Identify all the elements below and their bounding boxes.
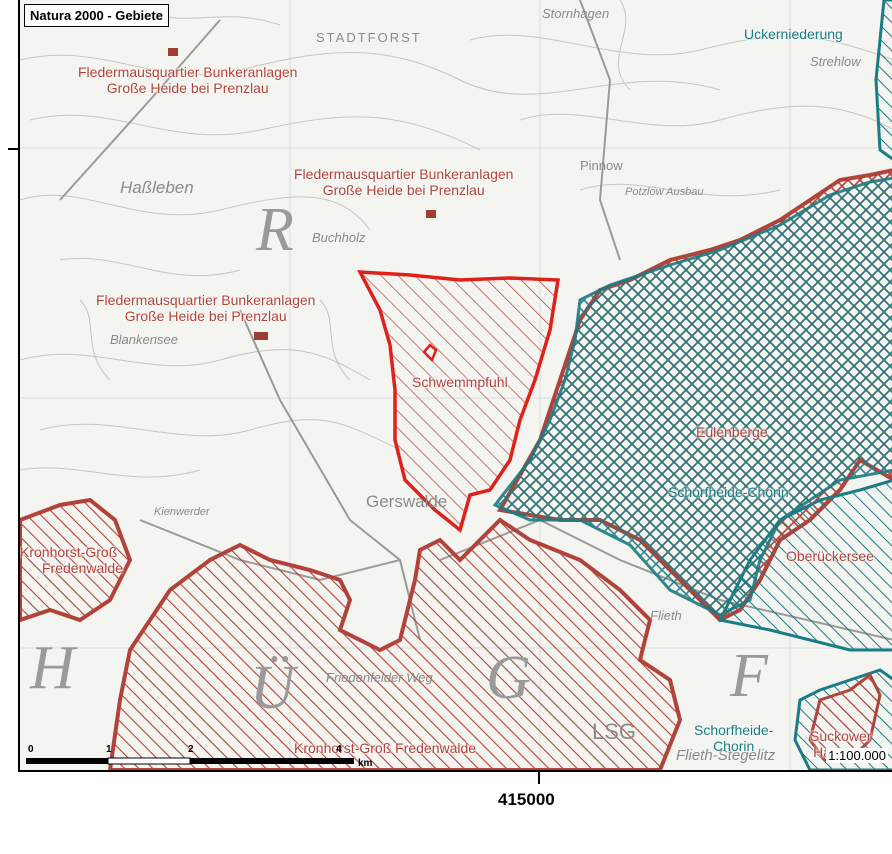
topo-label-stadtforst: STADTFORST [316,30,422,45]
sci-uckerniederung [874,0,892,161]
site-marker-2 [426,210,436,218]
topo-letter-r: R [256,196,294,264]
contour-lines [20,0,892,478]
topo-label-lsg: LSG [592,719,637,744]
topo-label-flieth: Flieth [650,608,682,623]
site-label-schorfheide-chorin-1: Schorfheide-Chorin [668,484,789,500]
topo-label-stornhagen: Stornhagen [542,6,610,21]
site-label-kronhorst-2: Kronhorst-Groß Fredenwalde [294,740,477,756]
x-axis-tick [538,772,540,784]
y-axis-coordinate-label: 5903000 [0,33,3,96]
site-label-schorfheide-chorin-2-line2: Chorin [713,738,755,754]
site-label-schorfheide-chorin-2-line1: Schorfheide- [694,722,774,738]
site-label-fledermaus-1: Fledermausquartier Bunkeranlagen Große H… [78,64,297,96]
sci-schorfheide-chorin [492,176,892,617]
topo-label-buchholz: Buchholz [312,230,366,245]
site-label-kronhorst-1: Kronhorst-Groß Fredenwalde [20,544,123,576]
topo-label-blankensee: Blankensee [110,332,178,347]
scale-ratio: 1:100.000 [826,748,888,763]
topo-label-pinnow: Pinnow [580,158,623,173]
topo-letter-g: G [486,644,531,712]
site-label-schwemmpfuhl: Schwemmpfuhl [412,374,508,390]
legend-title: Natura 2000 - Gebiete [24,4,169,27]
scale-tick-1: 1 [106,744,112,755]
site-label-oberueckersee: Oberückersee [786,548,874,564]
topo-letter-u: Ü [250,654,295,722]
site-marker-1 [168,48,178,56]
scale-unit: km [358,758,373,769]
topo-label-potzlow: Potzlow Ausbau [625,186,704,198]
site-label-fledermaus-2: Fledermausquartier Bunkeranlagen Große H… [294,166,513,198]
topo-letter-h: H [30,634,75,702]
site-marker-3 [254,332,268,340]
scale-bar-graphic [26,757,354,765]
site-label-fledermaus-2-line1: Fledermausquartier Bunkeranlagen [294,166,514,182]
sci-schwemmpfuhl-inner [422,343,438,363]
topo-label-strehlow: Strehlow [810,54,861,69]
spa-kronhorst-south [107,517,683,770]
scale-bar: 0 1 2 4 km [26,744,372,770]
site-label-eulenberge: Eulenberge [696,424,768,440]
site-label-uckerniederung: Uckerniederung [744,26,843,42]
topo-letter-f: F [730,642,768,710]
sci-schorfheide-southeast [717,479,892,652]
site-label-fledermaus-3-line2: Große Heide bei Prenzlau [124,308,287,324]
spa-kronhorst-west [20,497,133,623]
topo-label-gerswalde: Gerswalde [366,492,448,511]
site-label-schorfheide-chorin-2: Schorfheide- Chorin [694,722,773,754]
map-canvas[interactable] [20,0,892,770]
topo-label-friedenfelder: Friedenfelder Weg [326,670,433,685]
scale-tick-2: 2 [188,744,194,755]
sci-schwemmpfuhl [357,270,561,534]
site-label-kronhorst-1-line1: Kronhorst-Groß [20,544,118,560]
site-label-kronhorst-1-line2: Fredenwalde [42,560,123,576]
scale-tick-4: 4 [336,744,342,755]
site-label-fledermaus-1-line2: Große Heide bei Prenzlau [106,80,269,96]
x-axis-coordinate-label: 415000 [498,790,555,809]
y-axis-tick [8,148,18,150]
topo-label-flieth-stegelitz: Flieth-Stegelitz [676,747,776,764]
scale-tick-0: 0 [28,744,34,755]
site-label-fledermaus-3-line1: Fledermausquartier Bunkeranlagen [96,292,316,308]
topo-label-hassleben: Haßleben [120,178,194,197]
map-frame[interactable]: STADTFORST Stornhagen Strehlow Haßleben … [18,0,892,772]
site-label-suckower-line1: Suckower [810,728,872,744]
site-label-fledermaus-1-line1: Fledermausquartier Bunkeranlagen [78,64,298,80]
site-label-fledermaus-2-line2: Große Heide bei Prenzlau [322,182,485,198]
site-label-fledermaus-3: Fledermausquartier Bunkeranlagen Große H… [96,292,315,324]
topo-label-kienwerder: Kienwerder [154,506,210,518]
